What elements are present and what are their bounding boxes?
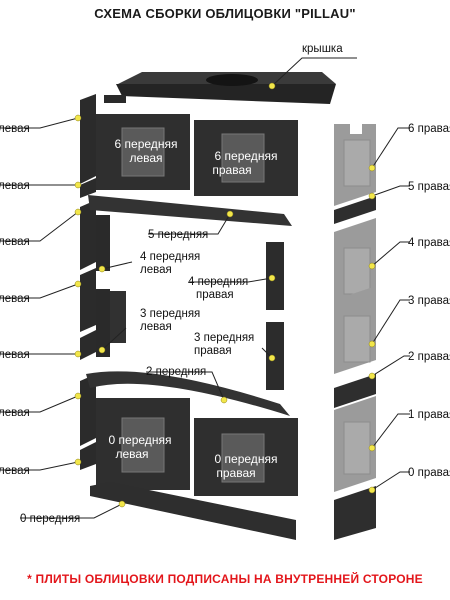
right-panel-2 bbox=[334, 374, 376, 408]
front-6-right-label-1: 6 передняя bbox=[215, 149, 278, 163]
front-6-right-inset bbox=[221, 133, 265, 183]
right-panel-6-inset bbox=[343, 139, 371, 187]
label-front-4-left-1: 4 передняя bbox=[140, 251, 200, 263]
left-panel-1 bbox=[80, 374, 96, 446]
front-0-right-label-2: правая bbox=[216, 466, 255, 480]
marker-dots bbox=[74, 82, 376, 508]
label-right-0: 0 правая bbox=[408, 467, 450, 479]
left-panel-0 bbox=[80, 442, 96, 470]
right-column bbox=[334, 124, 376, 540]
footnote: * ПЛИТЫ ОБЛИЦОВКИ ПОДПИСАНЫ НА ВНУТРЕННЕ… bbox=[27, 572, 423, 586]
front-4-right-post bbox=[266, 242, 284, 310]
front-0-left-label-2: левая bbox=[115, 447, 148, 461]
label-front-3-right-2: правая bbox=[194, 345, 232, 357]
leader-lines bbox=[0, 57, 410, 519]
lid-back-post bbox=[104, 95, 126, 103]
label-left-1: левая bbox=[0, 407, 30, 419]
back-post-3 bbox=[96, 289, 110, 357]
right-panel-5 bbox=[334, 196, 376, 224]
label-front-4-right-2: правая bbox=[196, 289, 234, 301]
label-front-0: 0 передняя bbox=[20, 513, 80, 525]
left-panel-3 bbox=[80, 268, 96, 332]
back-post-3b bbox=[110, 291, 126, 343]
front-2-bar bbox=[86, 371, 290, 416]
label-lid: крышка bbox=[302, 43, 343, 55]
front-0-left-label-1: 0 передняя bbox=[109, 433, 172, 447]
left-panel-6 bbox=[80, 94, 96, 184]
right-panel-1-inset bbox=[343, 421, 371, 475]
label-left-0: левая bbox=[0, 465, 30, 477]
front-0-left-inset bbox=[121, 417, 165, 473]
back-post-4 bbox=[96, 215, 110, 271]
label-front-5: 5 передняя bbox=[148, 229, 208, 241]
label-front-3-right-1: 3 передняя bbox=[194, 332, 254, 344]
left-panel-2 bbox=[80, 330, 96, 360]
label-left-6: левая bbox=[0, 123, 30, 135]
label-right-6: 6 правая bbox=[408, 123, 450, 135]
right-panel-3-inset bbox=[343, 315, 371, 363]
label-right-4: 4 правая bbox=[408, 237, 450, 249]
left-panel-4 bbox=[80, 200, 96, 270]
front-6-left-inset bbox=[121, 127, 165, 177]
front-3-right-post bbox=[266, 322, 284, 390]
lid-hole bbox=[206, 74, 258, 86]
front-6-right-label-2: правая bbox=[212, 163, 251, 177]
label-left-5: левая bbox=[0, 180, 30, 192]
label-left-4: левая bbox=[0, 236, 30, 248]
label-front-3-left-1: 3 передняя bbox=[140, 308, 200, 320]
right-panel-6-notch bbox=[350, 124, 362, 134]
front-6-left-label-1: 6 передняя bbox=[115, 137, 178, 151]
front-0-right-inset bbox=[221, 433, 265, 483]
lid-body bbox=[116, 84, 336, 104]
left-panel-5 bbox=[80, 178, 96, 198]
right-panel-0 bbox=[334, 486, 376, 540]
front-5-bar bbox=[88, 195, 292, 226]
label-front-4-right-1: 4 передняя bbox=[188, 276, 248, 288]
label-right-1: 1 правая bbox=[408, 409, 450, 421]
label-front-3-left-2: левая bbox=[140, 321, 172, 333]
label-right-5: 5 правая bbox=[408, 181, 450, 193]
label-right-3: 3 правая bbox=[408, 295, 450, 307]
front-0-bar bbox=[90, 482, 296, 540]
label-front-2: 2 передняя bbox=[146, 366, 206, 378]
front-0-right-label-1: 0 передняя bbox=[215, 452, 278, 466]
left-column bbox=[80, 94, 96, 470]
front-6-left-label-2: левая bbox=[129, 151, 162, 165]
label-left-3: левая bbox=[0, 293, 30, 305]
label-right-2: 2 правая bbox=[408, 351, 450, 363]
label-left-2: левая bbox=[0, 349, 30, 361]
diagram-title: СХЕМА СБОРКИ ОБЛИЦОВКИ "PILLAU" bbox=[94, 6, 356, 21]
label-front-4-left-2: левая bbox=[140, 264, 172, 276]
right-panel-4-inset bbox=[343, 247, 371, 295]
